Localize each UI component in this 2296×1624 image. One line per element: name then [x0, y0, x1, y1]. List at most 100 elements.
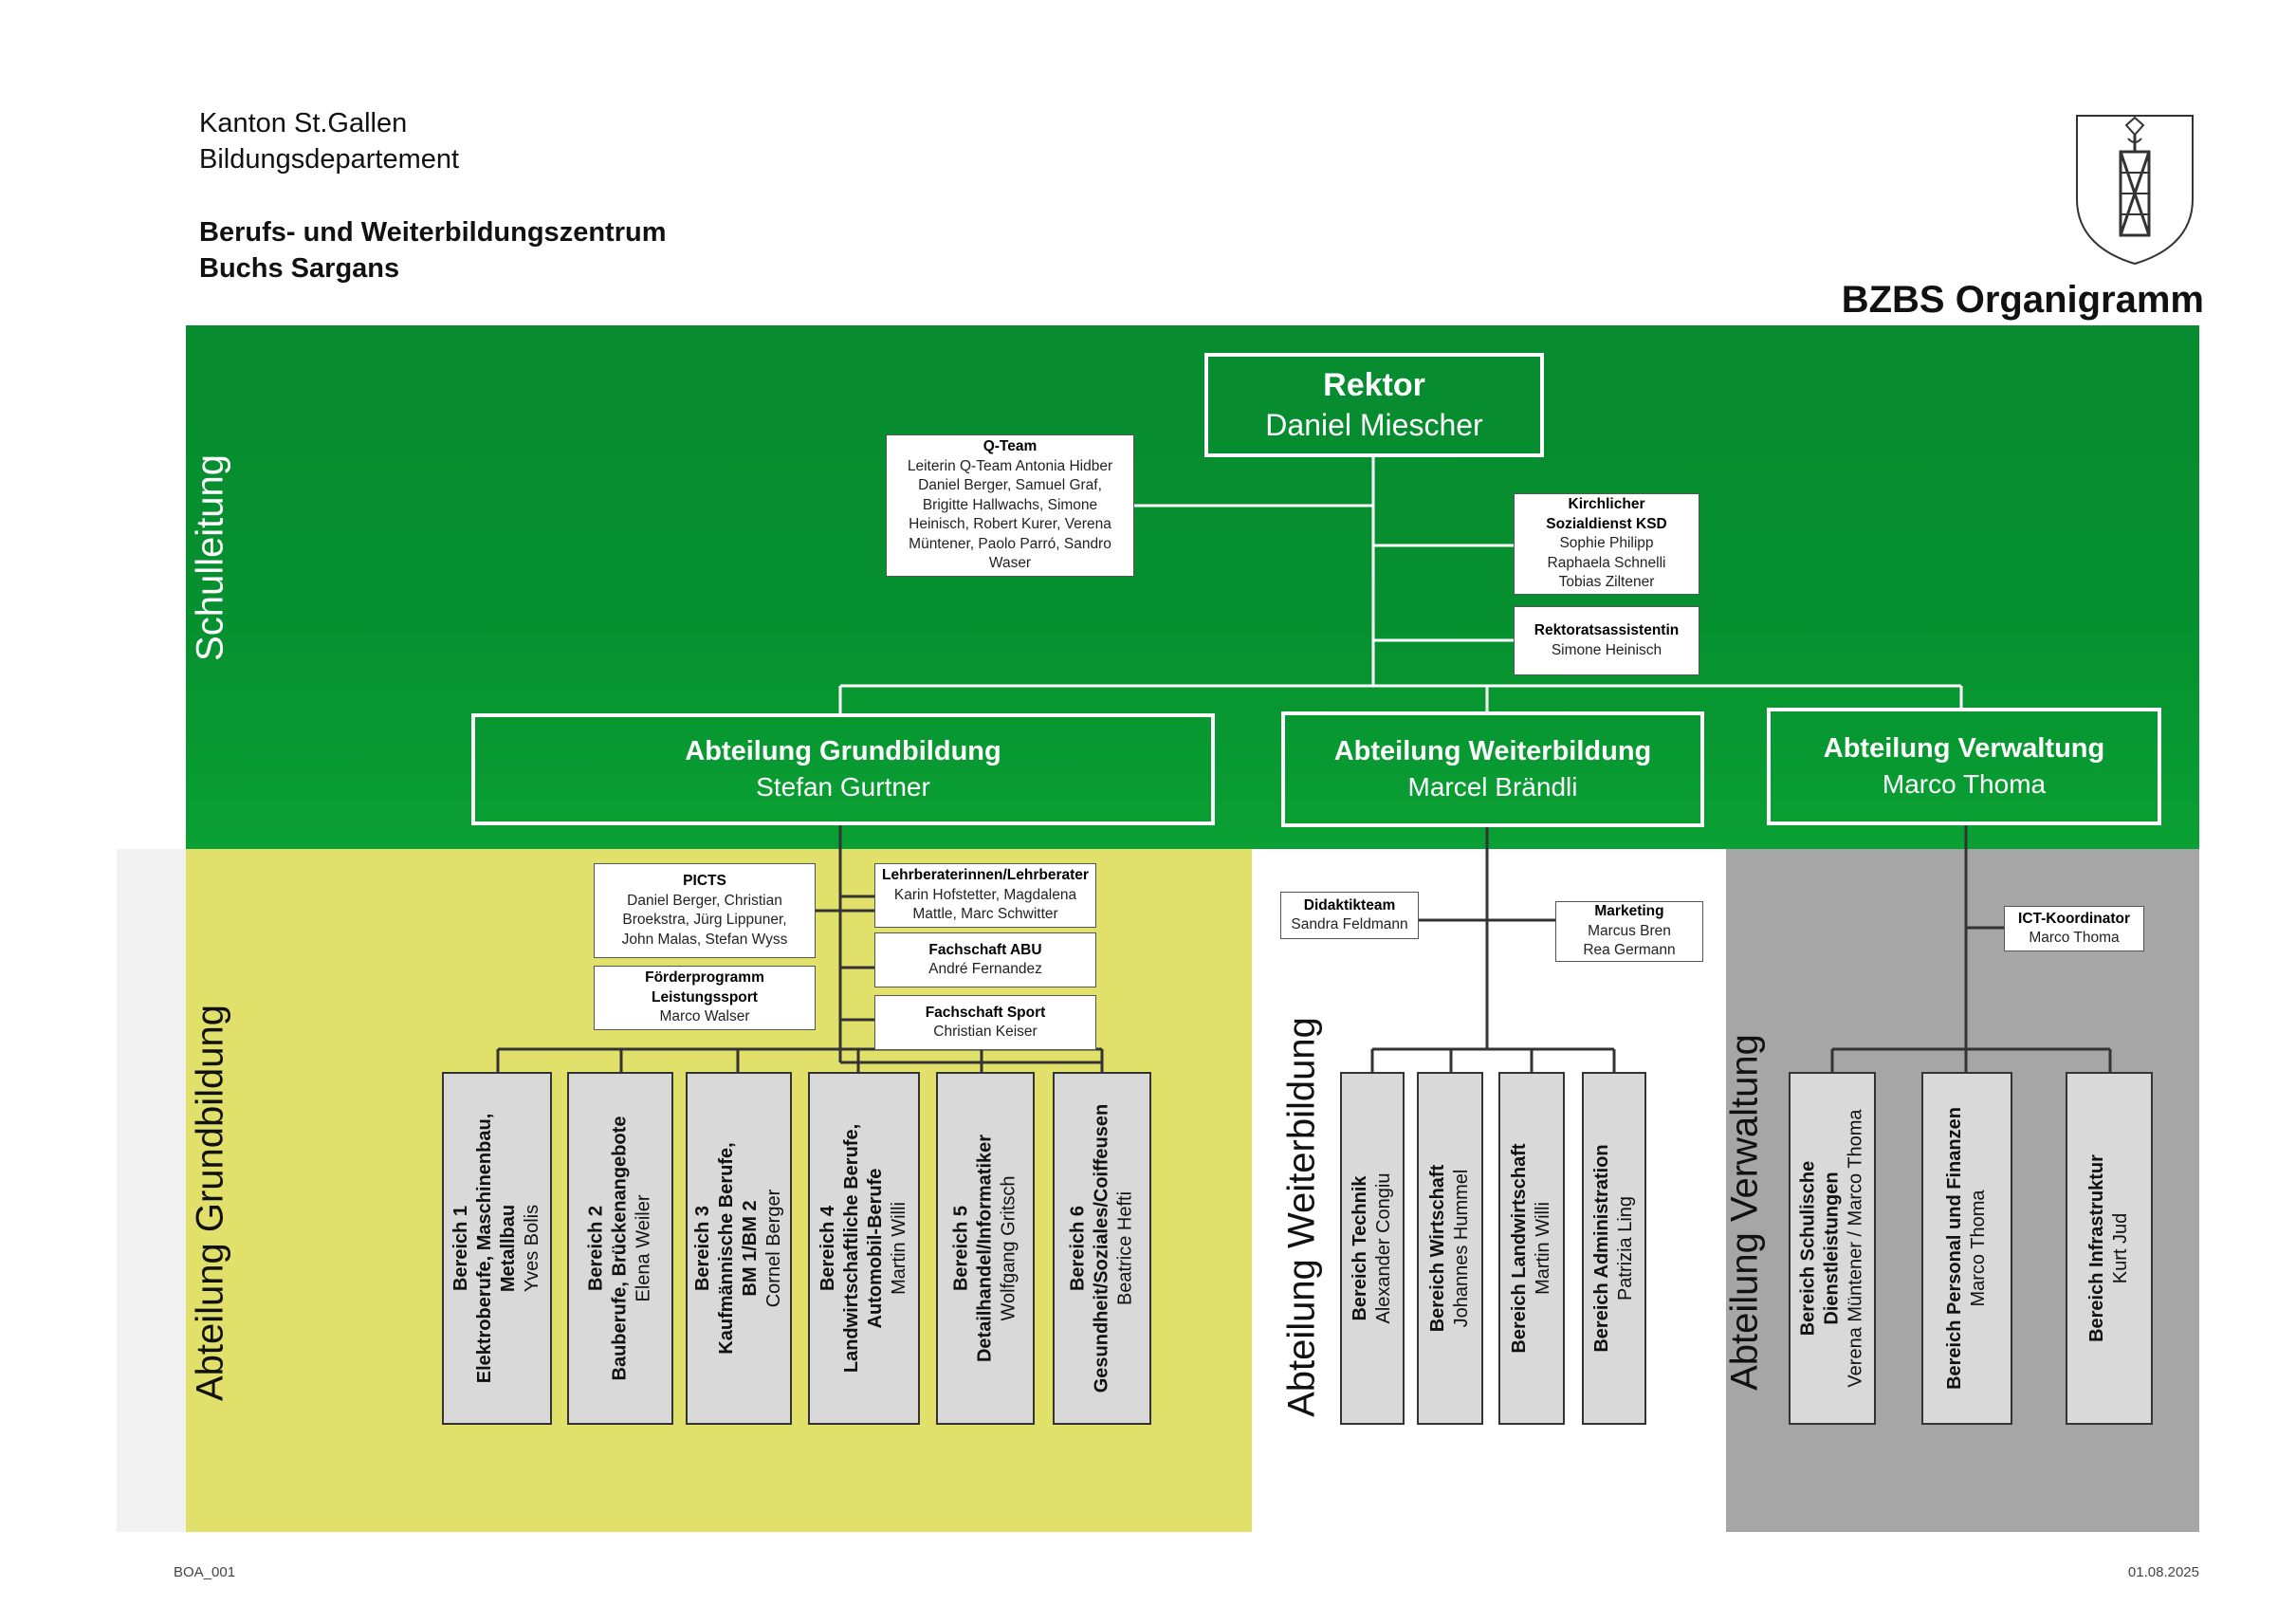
bereich-landwirtschaft-title: Bereich Landwirtschaft: [1509, 1143, 1530, 1354]
lehrberater-title: Lehrberaterinnen/Lehrberater: [882, 867, 1089, 884]
dept-weiterbildung-head: Marcel Brändli: [1407, 772, 1578, 802]
fachschaft-abu-box: Fachschaft ABU André Fernandez: [874, 932, 1096, 987]
picts-member: Daniel Berger, Christian: [627, 892, 782, 909]
bereich-2-title: Bereich 2: [585, 1205, 607, 1292]
bereich-4-title: Bereich 4: [817, 1205, 838, 1292]
bereich-3-head: Cornel Berger: [763, 1189, 784, 1308]
picts-box: PICTS Daniel Berger, Christian Broekstra…: [594, 863, 816, 958]
foerderprogramm-name: Marco Walser: [659, 1008, 750, 1025]
bereich-5-title: Detailhandel/Informatiker: [974, 1134, 996, 1363]
ksd-member: Raphaela Schnelli: [1547, 554, 1666, 571]
page-title: BZBS Organigramm: [1841, 279, 2204, 321]
bereich-schulische-dienstleistungen-title: Dienstleistungen: [1821, 1172, 1843, 1325]
bereich-1-head: Yves Bolis: [522, 1204, 542, 1293]
lehrberater-box: Lehrberaterinnen/Lehrberater Karin Hofst…: [874, 863, 1096, 928]
foerderprogramm-box: Förderprogramm Leistungssport Marco Wals…: [594, 966, 816, 1030]
bereich-6-title: Gesundheit/Soziales/Coiffeusen: [1091, 1103, 1112, 1393]
bereich-landwirtschaft-head: Martin Willi: [1533, 1202, 1553, 1295]
marketing-title: Marketing: [1594, 903, 1664, 920]
dept-verwaltung-head: Marco Thoma: [1882, 769, 2047, 799]
q-team-line: Heinisch, Robert Kurer, Verena: [909, 516, 1111, 533]
bereich-6-title: Bereich 6: [1067, 1205, 1089, 1292]
rektor-name: Daniel Miescher: [1265, 408, 1483, 442]
ksd-title: Kirchlicher: [1568, 496, 1645, 513]
bereich-wirtschaft-head: Johannes Hummel: [1451, 1169, 1472, 1328]
bereich-schulische-dienstleistungen-head: Verena Müntener / Marco Thoma: [1845, 1109, 1866, 1388]
ksd-title: Sozialdienst KSD: [1546, 515, 1667, 532]
marketing-member: Marcus Bren: [1588, 922, 1671, 939]
ict-koordinator-name: Marco Thoma: [2029, 930, 2120, 946]
picts-member: Broekstra, Jürg Lippuner,: [622, 912, 787, 928]
rektor-box: Rektor Daniel Miescher: [1204, 353, 1544, 457]
bereich-1-title: Bereich 1: [450, 1205, 471, 1292]
rektoratsassistentin-title: Rektoratsassistentin: [1534, 622, 1680, 638]
ict-koordinator-title: ICT-Koordinator: [2018, 910, 2130, 927]
ksd-box: Kirchlicher Sozialdienst KSD Sophie Phil…: [1514, 493, 1699, 595]
left-margin-strip: [117, 849, 186, 1532]
ict-koordinator-box: ICT-Koordinator Marco Thoma: [2004, 906, 2144, 951]
bereich-3-title: Kaufmännische Berufe,: [716, 1142, 737, 1355]
bereich-2-title: Bauberufe, Brückenangebote: [609, 1116, 631, 1381]
lehrberater-member: Karin Hofstetter, Magdalena: [893, 886, 1077, 903]
bereich-5-head: Wolfgang Gritsch: [998, 1175, 1019, 1321]
bereich-schulische-dienstleistungen-title: Bereich Schulische: [1797, 1160, 1819, 1337]
bereich-3-title: BM 1/BM 2: [740, 1200, 761, 1297]
rektor-title: Rektor: [1323, 367, 1425, 403]
fachschaft-abu-title: Fachschaft ABU: [928, 941, 1042, 958]
marketing-member: Rea Germann: [1583, 942, 1676, 959]
bereich-2-head: Elena Weiler: [633, 1194, 654, 1302]
fachschaft-sport-box: Fachschaft Sport Christian Keiser: [874, 995, 1096, 1050]
picts-title: PICTS: [683, 873, 726, 889]
dept-grundbildung-head: Stefan Gurtner: [756, 772, 930, 802]
dept-grundbildung-box: Abteilung Grundbildung Stefan Gurtner: [471, 713, 1215, 825]
bereich-6-head: Beatrice Hefti: [1114, 1190, 1136, 1306]
bereich-infrastruktur-head: Kurt Jud: [2110, 1212, 2131, 1284]
bereich-4-title: Automobil-Berufe: [865, 1168, 886, 1329]
schulleitung-band: [186, 325, 2199, 849]
q-team-title: Q-Team: [983, 438, 1038, 455]
fachschaft-sport-name: Christian Keiser: [933, 1024, 1038, 1040]
canton-name: Kanton St.Gallen: [199, 108, 408, 138]
q-team-line: Müntener, Paolo Parró, Sandro: [909, 535, 1111, 552]
document-date: 01.08.2025: [2127, 1564, 2199, 1580]
document-code: BOA_001: [174, 1564, 236, 1580]
coat-of-arms-logo: [2076, 115, 2194, 266]
dept-weiterbildung-title: Abteilung Weiterbildung: [1333, 736, 1652, 766]
bereich-wirtschaft-title: Bereich Wirtschaft: [1427, 1164, 1448, 1333]
dept-weiterbildung-box: Abteilung Weiterbildung Marcel Brändli: [1281, 711, 1704, 827]
dept-verwaltung-box: Abteilung Verwaltung Marco Thoma: [1767, 708, 2161, 825]
school-location: Buchs Sargans: [199, 253, 400, 284]
q-team-line: Waser: [988, 555, 1032, 572]
fachschaft-sport-title: Fachschaft Sport: [925, 1004, 1046, 1021]
q-team-box: Q-Team Leiterin Q-Team Antonia Hidber Da…: [886, 434, 1134, 577]
dept-grundbildung-title: Abteilung Grundbildung: [685, 736, 1001, 766]
bereich-5-title: Bereich 5: [950, 1205, 972, 1292]
weiterbildung-band: [1252, 849, 1726, 1532]
bereich-technik-head: Alexander Congiu: [1373, 1172, 1394, 1324]
bereich-4-title: Landwirtschaftliche Berufe,: [841, 1123, 862, 1374]
bereich-4-head: Martin Willi: [889, 1202, 909, 1295]
bereich-technik-title: Bereich Technik: [1350, 1175, 1370, 1321]
lehrberater-member: Mattle, Marc Schwitter: [912, 906, 1058, 923]
q-team-line: Leiterin Q-Team Antonia Hidber: [907, 457, 1113, 474]
didaktikteam-box: Didaktikteam Sandra Feldmann: [1280, 892, 1419, 939]
rektoratsassistentin-name: Simone Heinisch: [1551, 641, 1662, 658]
bereich-administration-title: Bereich Administration: [1591, 1144, 1612, 1353]
q-team-line: Daniel Berger, Samuel Graf,: [918, 477, 1102, 494]
ksd-member: Sophie Philipp: [1559, 535, 1654, 552]
department-name: Bildungsdepartement: [199, 144, 460, 175]
picts-member: John Malas, Stefan Wyss: [621, 931, 788, 948]
bereich-infrastruktur-title: Bereich Infrastruktur: [2086, 1154, 2107, 1342]
